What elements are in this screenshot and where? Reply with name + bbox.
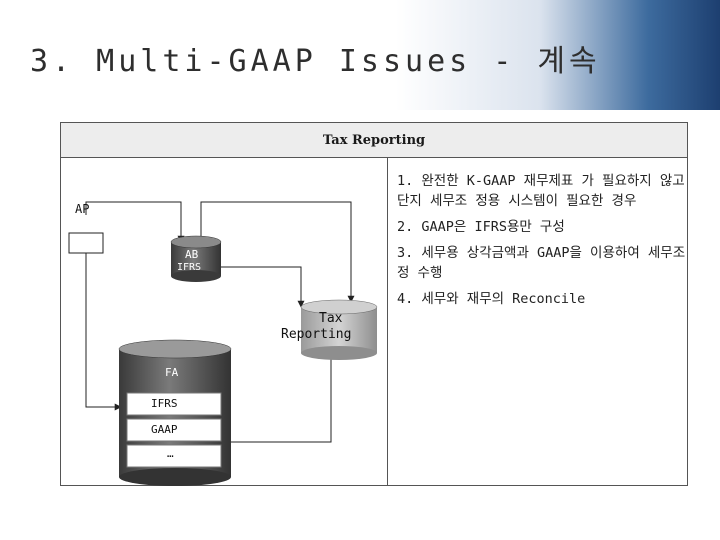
note-1: 1. 완전한 K-GAAP 재무제표 가 필요하지 않고 단지 세무조 정용 시… [397,173,685,209]
fa-row-box-3 [126,444,222,468]
fa-row-box-2 [126,418,222,442]
flow-connectors [85,201,355,443]
tax-reporting-panel: Tax Reporting [60,122,688,486]
slide-title: 3. Multi-GAAP Issues - 계속 [30,44,601,79]
fa-row-1-label: IFRS [151,397,178,410]
connector-ledger-to-tax [200,201,355,303]
ab-cylinder [170,235,222,282]
fa-cylinder [118,339,232,486]
panel-title-bar: Tax Reporting [61,123,687,158]
tax-db-label: Tax [319,311,343,326]
ab-label: AB [185,248,199,261]
header-band [0,0,720,110]
fa-row-box-1 [126,392,222,416]
connector-ap-to-ledger [85,201,185,243]
tax-reporting-cylinder [300,299,378,360]
ap-box-label: AP [75,202,90,216]
fa-row-2-label: GAAP [151,423,178,436]
panel-title: Tax Reporting [322,132,426,148]
panel-divider [387,157,388,486]
connector-ab-to-tax [221,266,305,308]
connector-ledger-down [85,249,122,411]
fa-row-3-label: … [167,447,174,460]
ap-box [68,232,104,254]
note-2: 2. GAAP은 IFRS용만 구성 [397,219,565,235]
note-3: 3. 세무용 상각금액과 GAAP을 이용하여 세무조정 수행 [397,245,686,281]
connector-fa-to-tax [231,351,335,443]
ab-sublabel: IFRS [177,262,202,273]
notes-list: 1. 완전한 K-GAAP 재무제표 가 필요하지 않고 단지 세무조 정용 시… [397,171,687,315]
flow-diagram [68,201,378,486]
fa-label: FA [165,366,179,379]
note-4: 4. 세무와 재무의 Reconcile [397,291,586,307]
tax-db-sublabel: Reporting [281,327,352,342]
